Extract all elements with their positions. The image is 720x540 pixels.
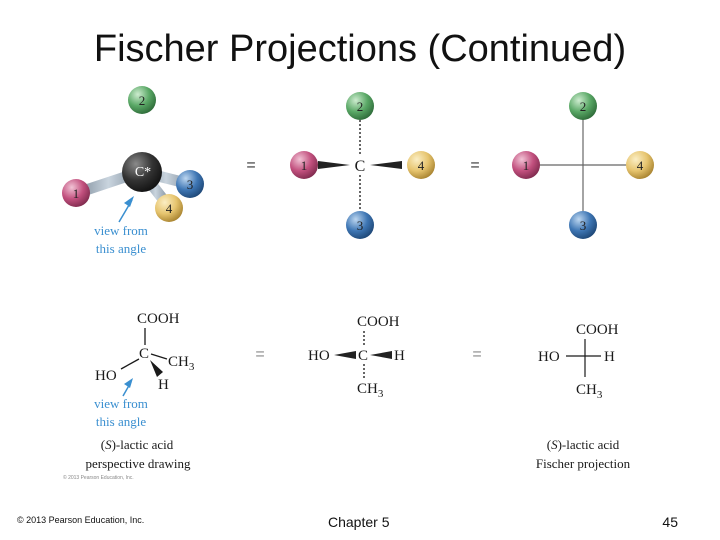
equals-sign: = bbox=[470, 157, 479, 174]
group-ball-3 bbox=[569, 211, 597, 239]
ball-label: 2 bbox=[139, 93, 146, 108]
ball-label: 3 bbox=[187, 177, 194, 192]
caption-line1: (S)-lactic acid bbox=[101, 437, 174, 452]
center-carbon: C bbox=[355, 158, 366, 175]
group-label-left: HO bbox=[95, 368, 117, 384]
ball-label: 4 bbox=[166, 201, 173, 216]
ball-label: 3 bbox=[580, 218, 587, 233]
page-number: 45 bbox=[662, 514, 678, 530]
footer-chapter: Chapter 5 bbox=[328, 514, 390, 530]
ball-and-stick-model: 3 2 C* 1 4 view from this angle bbox=[62, 86, 204, 256]
group-ball-3 bbox=[346, 211, 374, 239]
view-arrow-icon bbox=[118, 196, 134, 223]
view-annotation-line2: this angle bbox=[96, 414, 146, 429]
caption-line1: (S)-lactic acid bbox=[547, 437, 620, 452]
group-ball-2 bbox=[346, 92, 374, 120]
group-label-top: COOH bbox=[357, 314, 400, 330]
group-label-right: H bbox=[394, 348, 405, 364]
ball-label: 2 bbox=[357, 99, 364, 114]
slide-title: Fischer Projections (Continued) bbox=[93, 28, 627, 70]
wedge-bond bbox=[318, 161, 350, 169]
ball-label: 1 bbox=[523, 158, 530, 173]
group-label-bottom: CH3 bbox=[576, 382, 603, 401]
group-label-bottom: CH3 bbox=[357, 381, 384, 400]
equals-sign: = bbox=[246, 157, 255, 174]
chiral-carbon-label: C* bbox=[135, 165, 151, 180]
view-annotation-line1: view from bbox=[94, 396, 148, 411]
group-ball-3 bbox=[176, 170, 204, 198]
carbon-ball bbox=[122, 152, 162, 192]
group-ball-1 bbox=[512, 151, 540, 179]
wedge-bond bbox=[334, 351, 356, 359]
group-label-top: COOH bbox=[576, 322, 619, 338]
ball-label: 2 bbox=[580, 99, 587, 114]
bond-line bbox=[150, 353, 168, 360]
dashed-wedge-projection: C 2 1 4 3 bbox=[290, 92, 435, 239]
group-label-left: HO bbox=[538, 349, 560, 365]
lactic-acid-perspective: COOH C CH3 HO H view from this angle (S)… bbox=[63, 311, 195, 481]
equals-sign: = bbox=[255, 346, 264, 363]
lactic-acid-dashed-projection: COOH HO C H CH3 bbox=[308, 314, 405, 400]
view-annotation-line1: view from bbox=[94, 223, 148, 238]
group-ball-4 bbox=[155, 194, 183, 222]
ball-label: 3 bbox=[357, 218, 364, 233]
bond-line bbox=[120, 358, 140, 370]
group-ball-2 bbox=[569, 92, 597, 120]
group-label-right: CH3 bbox=[168, 354, 195, 373]
ball-label: 4 bbox=[418, 158, 425, 173]
ball-label: 1 bbox=[301, 158, 308, 173]
group-ball-1 bbox=[62, 179, 90, 207]
wedge-bond bbox=[370, 161, 402, 169]
group-ball-2 bbox=[128, 86, 156, 114]
wedge-bond bbox=[150, 360, 163, 377]
view-arrow-icon bbox=[122, 378, 133, 397]
center-carbon: C bbox=[139, 346, 149, 362]
group-label-top: COOH bbox=[137, 311, 180, 327]
view-annotation-line2: this angle bbox=[96, 241, 146, 256]
cross-projection: 2 1 4 3 bbox=[512, 92, 654, 239]
small-copyright: © 2013 Pearson Education, Inc. bbox=[63, 474, 134, 481]
group-ball-4 bbox=[626, 151, 654, 179]
caption-line2: perspective drawing bbox=[85, 456, 191, 471]
group-label-bottom: H bbox=[158, 377, 169, 393]
group-ball-1 bbox=[290, 151, 318, 179]
ball-label: 4 bbox=[637, 158, 644, 173]
group-ball-4 bbox=[407, 151, 435, 179]
wedge-bond bbox=[370, 351, 392, 359]
lactic-acid-fischer-projection: COOH HO H CH3 (S)-lactic acid Fischer pr… bbox=[536, 322, 631, 471]
footer-copyright: © 2013 Pearson Education, Inc. bbox=[17, 515, 145, 525]
group-label-right: H bbox=[604, 349, 615, 365]
ball-label: 1 bbox=[73, 186, 80, 201]
group-label-left: HO bbox=[308, 348, 330, 364]
caption-line2: Fischer projection bbox=[536, 456, 631, 471]
equals-sign: = bbox=[472, 346, 481, 363]
center-carbon: C bbox=[358, 348, 368, 364]
